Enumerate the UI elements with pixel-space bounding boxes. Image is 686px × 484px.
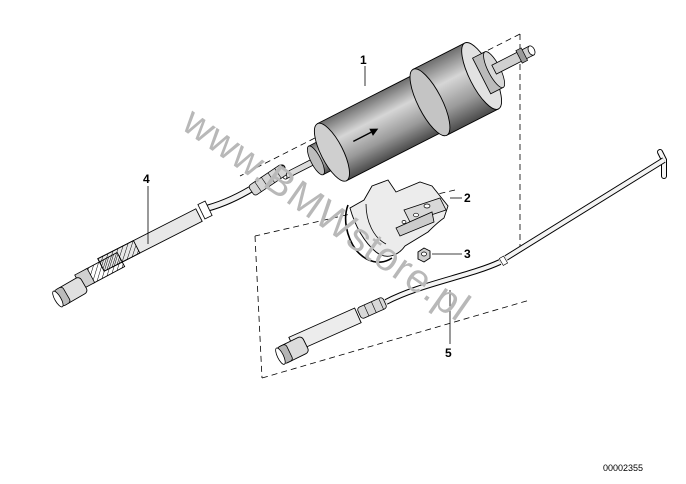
callout-part-1: 1 <box>360 53 367 67</box>
fuel-line-4 <box>52 164 288 308</box>
leader-lines <box>147 66 462 344</box>
callout-part-5: 5 <box>445 346 452 360</box>
callout-part-3: 3 <box>464 247 471 261</box>
callout-part-4: 4 <box>143 172 150 186</box>
document-number: 00002355 <box>603 463 643 473</box>
filter-bracket <box>344 179 449 263</box>
fuel-line-5 <box>275 149 667 365</box>
fuel-filter <box>282 42 536 182</box>
callout-part-2: 2 <box>464 191 471 205</box>
hex-nut <box>417 247 431 263</box>
